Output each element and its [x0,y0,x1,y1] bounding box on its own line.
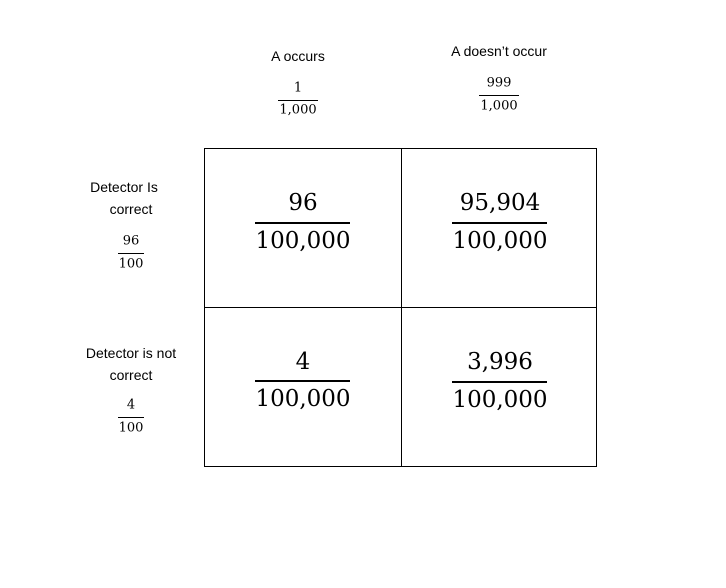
cell-numerator: 4 [295,349,311,375]
cell-numerator: 3,996 [467,349,533,375]
row-prob-numerator: 4 [126,397,136,413]
row-prob-denominator: 100 [118,420,144,436]
row-header-detector-not-correct-line2: correct [109,367,153,383]
fraction-bar [278,100,318,101]
fraction-bar [452,381,547,383]
fraction-bar [118,253,144,254]
row-header-detector-correct: Detector Is [90,179,158,195]
cell-denominator: 100,000 [452,387,548,413]
fraction-bar [118,417,144,418]
row-header-detector-not-correct: Detector is not [85,345,177,361]
cell-numerator: 95,904 [459,190,541,216]
fraction-bar [452,222,547,224]
column-header-a-occurs: A occurs [271,48,325,64]
fraction-bar [255,380,350,382]
row-prob-denominator: 100 [118,256,144,272]
column-header-a-doesnt-occur: A doesn’t occur [451,43,547,59]
column-prob-denominator: 1,000 [279,102,317,118]
grid-divider-horizontal [205,307,596,308]
fraction-bar [255,222,350,224]
cell-denominator: 100,000 [255,386,351,412]
fraction-bar [479,95,519,96]
cell-denominator: 100,000 [255,228,351,254]
row-prob-numerator: 96 [122,233,140,249]
row-header-detector-correct-line2: correct [109,201,153,217]
joint-probability-grid [204,148,597,467]
cell-denominator: 100,000 [452,228,548,254]
cell-numerator: 96 [288,190,318,216]
column-prob-numerator: 999 [486,75,512,91]
column-prob-numerator: 1 [293,80,303,96]
column-prob-denominator: 1,000 [480,98,518,114]
